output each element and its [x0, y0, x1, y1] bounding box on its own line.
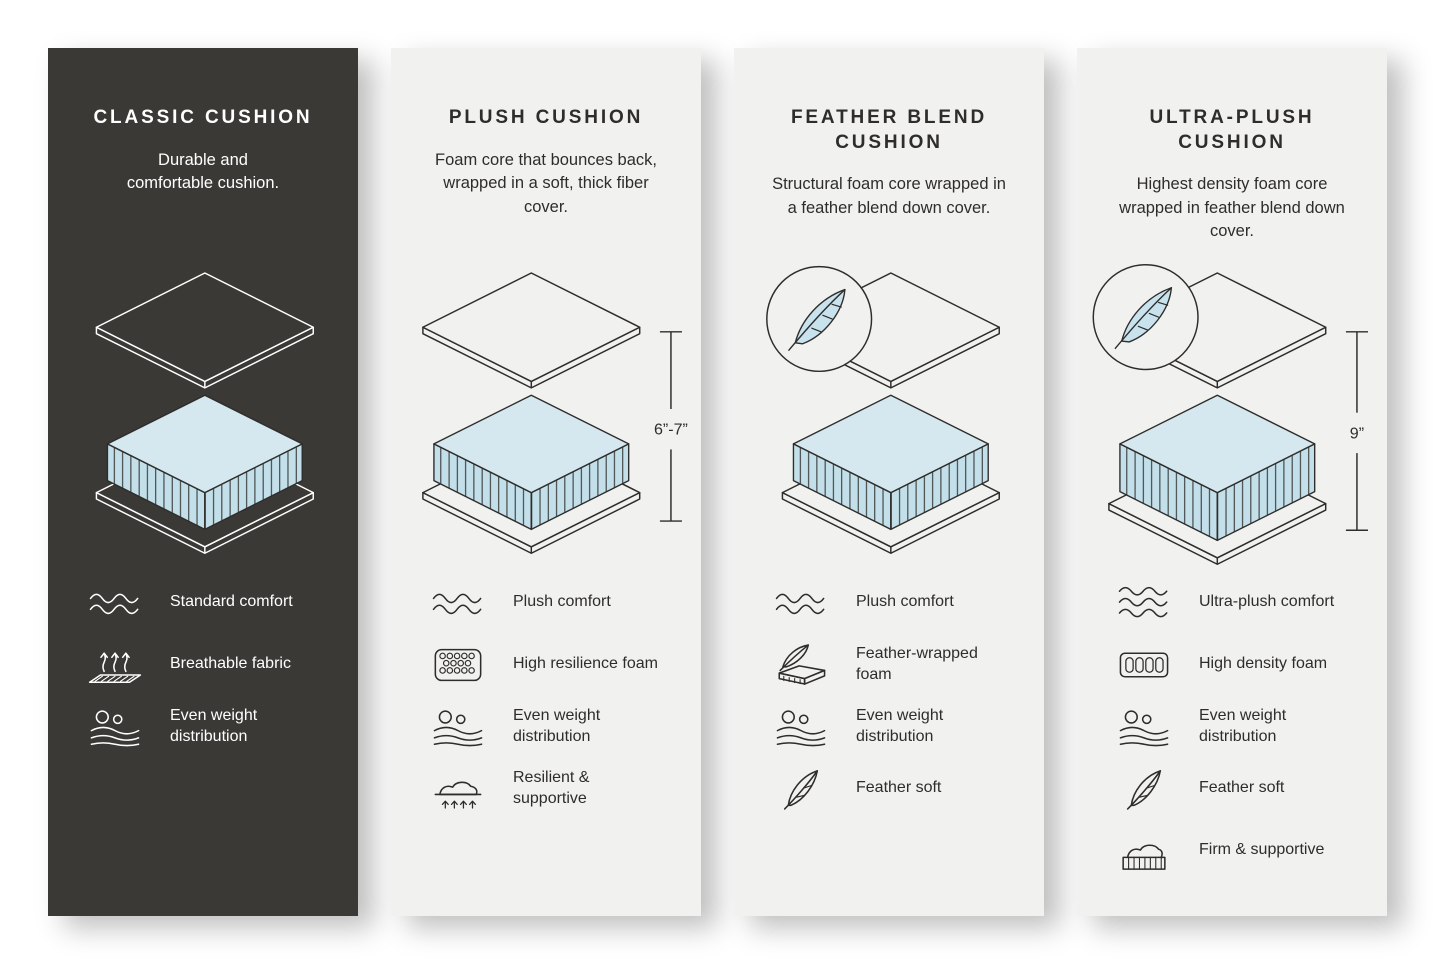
weight-distribution-icon — [429, 705, 489, 749]
cushion-illustration: 9” — [1085, 262, 1379, 571]
panel-header: PLUSH CUSHION Foam core that bounces bac… — [429, 106, 663, 262]
panel-title: CLASSIC CUSHION — [93, 107, 313, 128]
feature-label: Even weight distribution — [856, 706, 944, 745]
feature-item: Even weight distribution — [772, 705, 1006, 749]
waves-icon — [429, 581, 489, 625]
feature-label: Feather-wrapped foam — [856, 644, 978, 683]
feature-item: Feather soft — [1115, 767, 1349, 811]
waves-icon — [1115, 581, 1175, 625]
weight-distribution-icon — [86, 705, 146, 749]
panel-feather-blend-cushion: FEATHER BLEND CUSHION Structural foam co… — [734, 48, 1044, 916]
feature-item: High resilience foam — [429, 643, 663, 687]
feature-label: Even weight distribution — [1199, 706, 1287, 745]
feather-badge-icon — [766, 266, 872, 372]
feature-item: Ultra-plush comfort — [1115, 581, 1349, 625]
feature-label: Even weight distribution — [513, 706, 601, 745]
feature-label: Plush comfort — [856, 593, 954, 611]
feature-list: Standard comfort Breathable fabric Even … — [86, 581, 320, 749]
feature-item: Even weight distribution — [429, 705, 663, 749]
feature-list: Plush comfort High resilience foam Even … — [429, 581, 663, 811]
feather-wrapped-foam-icon — [772, 643, 832, 687]
panel-title: FEATHER BLEND CUSHION — [790, 107, 988, 153]
feature-label: Even weight distribution — [170, 706, 258, 745]
feature-list: Plush comfort Feather-wrapped foam Even … — [772, 581, 1006, 811]
weight-distribution-icon — [1115, 705, 1175, 749]
waves-icon — [86, 581, 146, 625]
dimension-label: 6”-7” — [654, 421, 688, 439]
panel-plush-cushion: PLUSH CUSHION Foam core that bounces bac… — [391, 48, 701, 916]
panel-description: Foam core that bounces back, wrapped in … — [435, 150, 657, 216]
resilience-foam-icon — [429, 643, 489, 687]
feature-item: High density foam — [1115, 643, 1349, 687]
top-plate-layer — [96, 273, 314, 388]
feature-item: Feather-wrapped foam — [772, 643, 1006, 687]
panel-title: PLUSH CUSHION — [448, 107, 644, 128]
feather-icon — [772, 767, 832, 811]
cushion-illustration — [56, 262, 350, 571]
panel-description: Structural foam core wrapped in a feathe… — [772, 175, 1006, 217]
feature-item: Even weight distribution — [86, 705, 320, 749]
feature-label: Firm & supportive — [1199, 841, 1325, 859]
weight-distribution-icon — [772, 705, 832, 749]
cushion-illustration — [742, 262, 1036, 571]
dimension-label: 9” — [1350, 424, 1364, 442]
panel-header: CLASSIC CUSHION Durable and comfortable … — [86, 106, 320, 262]
feature-label: Plush comfort — [513, 593, 611, 611]
panel-description: Durable and comfortable cushion. — [126, 150, 280, 193]
feature-label: High resilience foam — [513, 655, 658, 673]
waves-icon — [772, 581, 832, 625]
feature-item: Even weight distribution — [1115, 705, 1349, 749]
feature-label: Feather soft — [1199, 779, 1285, 797]
feature-item: Resilient & supportive — [429, 767, 663, 811]
feature-item: Plush comfort — [772, 581, 1006, 625]
feature-label: Standard comfort — [170, 593, 293, 611]
density-foam-icon — [1115, 643, 1175, 687]
feature-item: Firm & supportive — [1115, 829, 1349, 873]
top-plate-layer — [422, 273, 640, 388]
firm-supportive-icon — [1115, 829, 1175, 873]
feather-badge-icon — [1093, 264, 1199, 370]
panel-ultra-plush-cushion: ULTRA-PLUSH CUSHION Highest density foam… — [1077, 48, 1387, 916]
feature-label: High density foam — [1199, 655, 1328, 673]
feature-item: Breathable fabric — [86, 643, 320, 687]
panel-header: FEATHER BLEND CUSHION Structural foam co… — [772, 106, 1006, 262]
breathable-fabric-icon — [86, 643, 146, 687]
dimension-marker: 6”-7” — [654, 331, 688, 522]
resilient-supportive-icon — [429, 767, 489, 811]
panel-title: ULTRA-PLUSH CUSHION — [1149, 107, 1315, 153]
feature-label: Resilient & supportive — [513, 768, 590, 807]
feature-item: Standard comfort — [86, 581, 320, 625]
panel-classic-cushion: CLASSIC CUSHION Durable and comfortable … — [48, 48, 358, 916]
feature-label: Breathable fabric — [170, 655, 291, 673]
cushion-illustration: 6”-7” — [399, 262, 693, 571]
feather-icon — [1115, 767, 1175, 811]
feature-list: Ultra-plush comfort High density foam Ev… — [1115, 581, 1349, 873]
panel-description: Highest density foam core wrapped in fea… — [1119, 175, 1345, 241]
feature-label: Ultra-plush comfort — [1199, 593, 1335, 611]
feature-item: Feather soft — [772, 767, 1006, 811]
feature-item: Plush comfort — [429, 581, 663, 625]
panel-header: ULTRA-PLUSH CUSHION Highest density foam… — [1115, 106, 1349, 262]
feature-label: Feather soft — [856, 779, 942, 797]
dimension-marker: 9” — [1345, 331, 1368, 531]
